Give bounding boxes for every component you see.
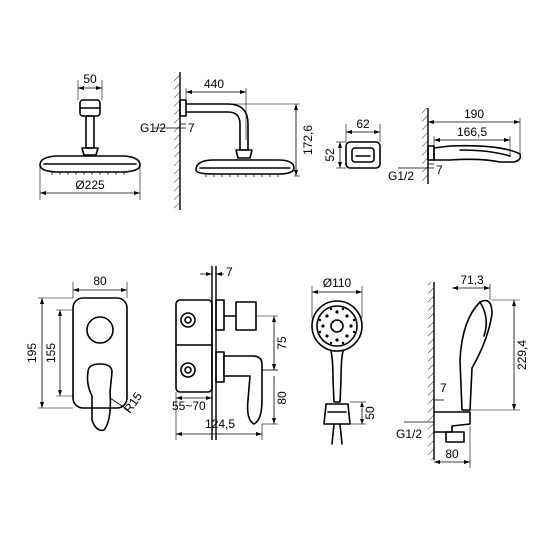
side-holder <box>433 411 471 433</box>
mixer-width-label: 80 <box>93 274 107 288</box>
hand-shower-view: Ø110 50 <box>311 276 377 445</box>
spout-side-view: 190 166,5 G1/2 7 <box>388 107 522 184</box>
embedded-box <box>175 299 213 393</box>
side-nozzle-row <box>205 174 279 177</box>
holder-height-label: 50 <box>363 406 377 420</box>
rain-head-side <box>195 159 295 175</box>
mixer-lever-side <box>223 355 263 425</box>
holder-width-label: 80 <box>445 447 459 461</box>
handshower-side <box>459 299 493 411</box>
cover-plate <box>72 297 128 409</box>
holder-offset-dimension: 71,3 <box>452 273 491 300</box>
mixer-width-dimension: 80 <box>72 274 128 298</box>
range-dimension: 55~70 <box>172 396 212 413</box>
mixer-wall-label: 7 <box>226 265 233 279</box>
wall-arm <box>185 103 249 151</box>
handshower-handle <box>330 350 344 403</box>
head-diameter-dimension: Ø225 <box>39 166 141 200</box>
range-label: 55~70 <box>172 399 206 413</box>
head-thread-label: G1/2 <box>140 121 166 135</box>
holder-thread-label: G1/2 <box>396 427 422 441</box>
lower-depth-label: 80 <box>275 391 289 405</box>
outer-height-label: 195 <box>25 343 39 363</box>
inner-height-dimension: 155 <box>44 309 73 397</box>
drop-label: 172,6 <box>301 125 315 155</box>
holder-height-dimension: 50 <box>350 401 377 425</box>
spray-face <box>311 300 363 352</box>
head-width-dimension: 50 <box>77 72 103 100</box>
spout-thread-label: G1/2 <box>388 169 414 183</box>
spout-width-label: 62 <box>356 117 370 131</box>
holder-width-dimension: 80 <box>434 426 471 468</box>
inner-height-label: 155 <box>44 343 58 363</box>
lever-handle <box>86 363 113 432</box>
mixer-depth-label: 124,5 <box>205 417 235 431</box>
spout-projection-dimension: 166,5 <box>433 125 511 156</box>
holder-side-view: 71,3 G1/2 7 229,4 80 <box>396 273 529 468</box>
lower-depth-dimension: 80 <box>262 369 289 425</box>
holder-wall-label: 7 <box>440 381 447 395</box>
holder-total-height-label: 229,4 <box>515 340 529 370</box>
mixer-side-view: 7 75 80 <box>172 265 289 440</box>
spout-length-label: 190 <box>464 107 484 121</box>
rain-shower-disc <box>39 155 141 173</box>
reach-label: 440 <box>204 77 224 91</box>
mixer-front-view: 80 R15 195 155 <box>25 274 145 432</box>
spray-holes <box>318 307 356 345</box>
handshower-diameter-label: Ø110 <box>323 276 352 290</box>
shower-head-front-view: 50 Ø225 <box>39 72 141 200</box>
head-diameter-label: Ø225 <box>75 178 105 192</box>
mixer-wall-dimension: 7 <box>200 265 233 279</box>
holder-total-height-dimension: 229,4 <box>470 299 529 411</box>
spout-body <box>433 144 522 163</box>
spacing-dimension: 75 <box>256 315 289 371</box>
shower-arm <box>85 115 95 149</box>
diverter-body <box>235 301 257 331</box>
radius-label: R15 <box>121 389 145 415</box>
diverter-knob <box>86 316 114 344</box>
holder-offset-label: 71,3 <box>460 273 484 287</box>
reach-dimension: 440 <box>185 77 247 140</box>
hose <box>331 423 343 445</box>
wall-holder <box>323 403 351 425</box>
upper-cartridge <box>215 299 225 331</box>
shower-head-side-view: 440 G1/2 7 172,6 <box>140 72 315 210</box>
spacing-label: 75 <box>275 336 289 350</box>
drop-dimension: 172,6 <box>186 103 315 177</box>
head-wall-label: 7 <box>188 121 195 135</box>
outer-height-dimension: 195 <box>25 297 73 409</box>
spout-width-dimension: 62 <box>345 117 381 142</box>
head-width-label: 50 <box>83 72 97 86</box>
nozzle-row <box>51 172 125 175</box>
handshower-diameter-dimension: Ø110 <box>311 276 363 318</box>
spout-front-view: 62 52 <box>323 117 381 169</box>
lower-outlet <box>180 362 196 378</box>
upper-outlet <box>180 312 196 328</box>
spout-length-dimension: 190 <box>428 107 521 158</box>
spout-height-dimension: 52 <box>323 141 346 169</box>
spout-height-label: 52 <box>323 148 337 162</box>
mixer-depth-dimension: 124,5 <box>175 392 263 440</box>
spout-face <box>345 141 381 169</box>
spout-projection-label: 166,5 <box>457 125 487 139</box>
spout-wall-label: 7 <box>436 163 443 177</box>
